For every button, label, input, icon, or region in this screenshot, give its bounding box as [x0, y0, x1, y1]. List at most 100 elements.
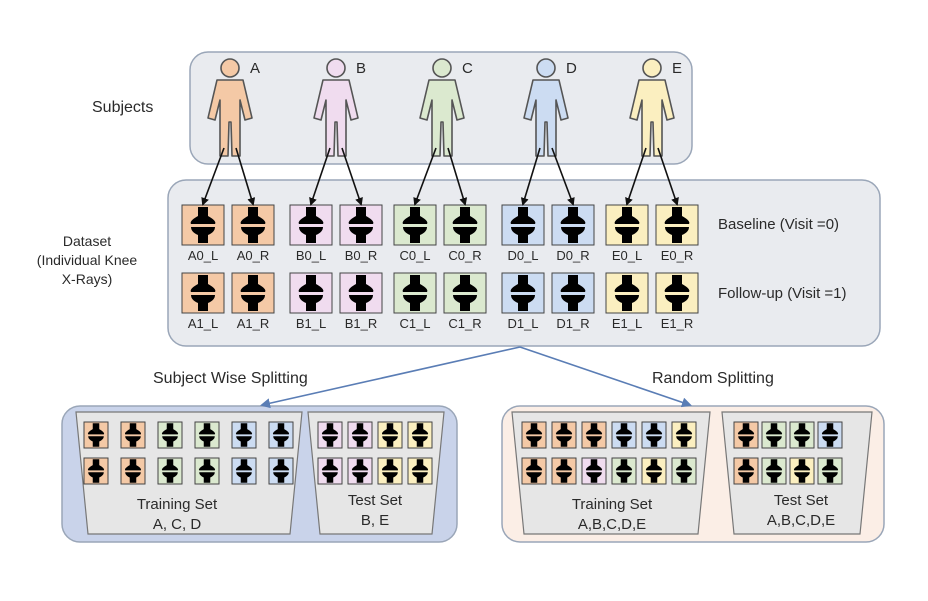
- knee-bone-icon: [381, 459, 399, 483]
- followup-tile-b1-l: [289, 272, 333, 314]
- sw-train-tile-0-0: [83, 421, 109, 449]
- person-body: [629, 79, 675, 157]
- person-body: [419, 79, 465, 157]
- image-label-c1-r: C1_R: [448, 316, 482, 331]
- subject-letter-b: B: [356, 60, 367, 77]
- subject-letter-c: C: [462, 60, 473, 77]
- person-b-icon: [313, 58, 359, 157]
- followup-tile-e1-l: [605, 272, 649, 314]
- image-label-d1-l: D1_L: [507, 316, 539, 331]
- subject-to-image-arrow-6: [520, 147, 541, 206]
- followup-tile-e1-r: [655, 272, 699, 314]
- knee-bone-icon: [614, 207, 640, 243]
- knee-bone-icon: [585, 459, 603, 483]
- baseline-tile-c0-r: [443, 204, 487, 246]
- baseline-label: Baseline (Visit =0): [718, 216, 840, 233]
- dataset-label: Dataset (Individual Knee X-Rays): [36, 233, 138, 287]
- random-split-arrow: [519, 346, 692, 408]
- knee-bone-icon: [198, 423, 216, 447]
- sw-training-set-subjects: A, C, D: [152, 516, 202, 533]
- rs-train-tile-0-5: [671, 421, 697, 449]
- rs-train-tile-0-2: [581, 421, 607, 449]
- image-label-a0-l: A0_L: [187, 248, 219, 263]
- knee-bone-icon: [664, 207, 690, 243]
- image-label-b1-r: B1_R: [344, 316, 378, 331]
- knee-bone-icon: [298, 207, 324, 243]
- person-head: [220, 58, 240, 78]
- sw-train-tile-1-0: [83, 457, 109, 485]
- knee-bone-icon: [321, 459, 339, 483]
- baseline-tile-e0-r: [655, 204, 699, 246]
- rs-train-tile-0-1: [551, 421, 577, 449]
- image-label-d0-l: D0_L: [507, 248, 539, 263]
- knee-bone-icon: [765, 423, 783, 447]
- rs-train-tile-0-3: [611, 421, 637, 449]
- knee-bone-icon: [235, 423, 253, 447]
- knee-bone-icon: [737, 423, 755, 447]
- rs-train-tile-1-0: [521, 457, 547, 485]
- knee-bone-icon: [402, 275, 428, 311]
- knee-bone-icon: [525, 423, 543, 447]
- rs-test-tile-0-1: [761, 421, 787, 449]
- rs-train-tile-1-5: [671, 457, 697, 485]
- knee-bone-icon: [87, 423, 105, 447]
- knee-bone-icon: [298, 275, 324, 311]
- rs-test-tile-1-3: [817, 457, 843, 485]
- knee-bone-icon: [381, 423, 399, 447]
- person-body: [207, 79, 253, 157]
- followup-tile-a1-r: [231, 272, 275, 314]
- sw-train-tile-1-4: [231, 457, 257, 485]
- knee-bone-icon: [555, 459, 573, 483]
- rs-test-tile-1-1: [761, 457, 787, 485]
- sw-test-tile-0-1: [347, 421, 373, 449]
- followup-tile-c1-r: [443, 272, 487, 314]
- sw-test-tile-1-1: [347, 457, 373, 485]
- sw-test-tile-1-2: [377, 457, 403, 485]
- rs-training-set-subjects: A,B,C,D,E: [577, 516, 647, 533]
- subject-to-image-arrow-5: [447, 147, 468, 206]
- subject-wise-splitting-label: Subject Wise Splitting: [153, 370, 308, 387]
- rs-test-tile-1-0: [733, 457, 759, 485]
- sw-train-tile-0-4: [231, 421, 257, 449]
- baseline-tile-d0-l: [501, 204, 545, 246]
- subject-to-image-arrow-8: [625, 147, 647, 206]
- rs-test-tile-0-0: [733, 421, 759, 449]
- sw-test-tile-0-0: [317, 421, 343, 449]
- rs-test-set-subjects: A,B,C,D,E: [766, 512, 836, 529]
- image-label-a1-r: A1_R: [236, 316, 270, 331]
- knee-bone-icon: [272, 459, 290, 483]
- baseline-tile-b0-r: [339, 204, 383, 246]
- sw-train-tile-1-3: [194, 457, 220, 485]
- image-label-b0-l: B0_L: [295, 248, 327, 263]
- sw-train-tile-0-2: [157, 421, 183, 449]
- subject-to-image-arrow-1: [235, 147, 256, 206]
- image-label-c1-l: C1_L: [399, 316, 431, 331]
- knee-bone-icon: [614, 275, 640, 311]
- knee-bone-icon: [585, 423, 603, 447]
- image-label-e0-l: E0_L: [611, 248, 643, 263]
- knee-bone-icon: [240, 275, 266, 311]
- subject-to-image-arrow-9: [657, 147, 679, 206]
- knee-bone-icon: [240, 207, 266, 243]
- knee-bone-icon: [235, 459, 253, 483]
- image-label-e1-r: E1_R: [660, 316, 694, 331]
- knee-bone-icon: [821, 459, 839, 483]
- knee-bone-icon: [161, 459, 179, 483]
- knee-bone-icon: [402, 207, 428, 243]
- knee-bone-icon: [793, 459, 811, 483]
- subject-to-image-arrow-2: [309, 147, 331, 206]
- person-c-icon: [419, 58, 465, 157]
- knee-bone-icon: [124, 423, 142, 447]
- sw-train-tile-1-1: [120, 457, 146, 485]
- sw-training-set-label: Training Set: [136, 496, 218, 513]
- followup-label: Follow-up (Visit =1): [718, 285, 847, 302]
- person-body: [313, 79, 359, 157]
- knee-bone-icon: [452, 275, 478, 311]
- knee-bone-icon: [198, 459, 216, 483]
- knee-bone-icon: [411, 423, 429, 447]
- person-a-icon: [207, 58, 253, 157]
- knee-bone-icon: [645, 459, 663, 483]
- knee-bone-icon: [351, 423, 369, 447]
